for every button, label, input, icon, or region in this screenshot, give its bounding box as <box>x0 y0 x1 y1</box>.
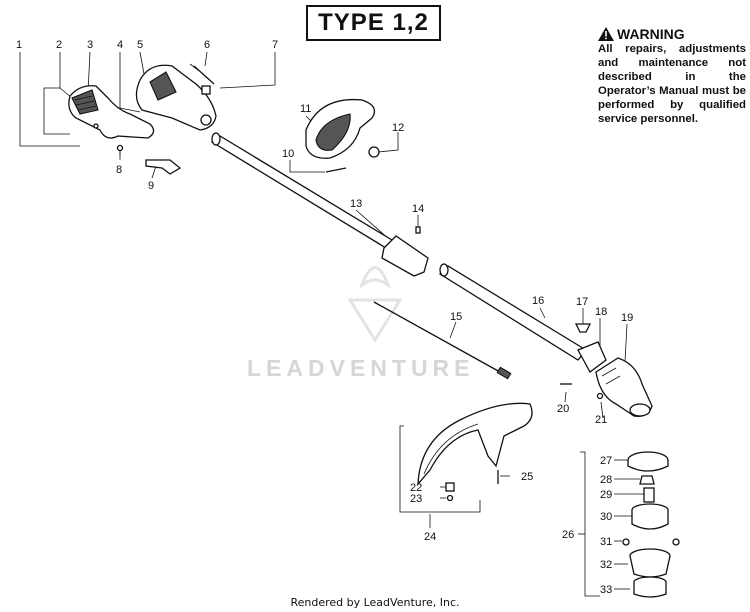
part-30-spool <box>631 503 669 530</box>
part-13-upper-shaft <box>210 132 429 277</box>
callout-23: 23 <box>410 493 422 505</box>
callout-numbers: 1 2 3 4 5 6 7 8 9 10 11 12 13 14 15 16 1… <box>16 39 633 596</box>
part-15-drive-cable <box>373 301 512 380</box>
callout-28: 28 <box>600 474 612 486</box>
part-22-clip <box>445 482 455 492</box>
callout-25: 25 <box>521 471 533 483</box>
callout-16: 16 <box>532 295 544 307</box>
warning-heading: WARNING <box>598 26 746 42</box>
part-8-screw <box>116 144 124 156</box>
part-21-screw <box>596 392 604 400</box>
callout-2: 2 <box>56 39 62 51</box>
warning-notice: WARNING All repairs, adjustments and mai… <box>598 26 746 126</box>
part-29-spring <box>643 487 655 503</box>
warning-text: All repairs, adjustments and maintenance… <box>598 43 746 125</box>
callout-32: 32 <box>600 559 612 571</box>
warning-title: WARNING <box>617 26 685 42</box>
part-32-housing <box>629 548 671 578</box>
part-28-button <box>639 475 655 485</box>
callout-10: 10 <box>282 148 294 160</box>
callout-22: 22 <box>410 482 422 494</box>
callout-30: 30 <box>600 511 612 523</box>
watermark-text: LEADVENTURE <box>247 355 475 381</box>
callout-1: 1 <box>16 39 22 51</box>
part-27-spindle <box>627 451 669 472</box>
callout-5: 5 <box>137 39 143 51</box>
callout-19: 19 <box>621 312 633 324</box>
callout-9: 9 <box>148 180 154 192</box>
part-33-cap <box>633 576 667 598</box>
type-label: TYPE 1,2 <box>306 5 441 41</box>
callout-21: 21 <box>595 414 607 426</box>
part-5-housing <box>135 64 217 131</box>
callout-26: 26 <box>562 529 574 541</box>
callout-3: 3 <box>87 39 93 51</box>
callout-7: 7 <box>272 39 278 51</box>
callout-13: 13 <box>350 198 362 210</box>
part-7-clip <box>201 85 211 95</box>
part-11-assist-handle <box>305 98 376 159</box>
callout-4: 4 <box>117 39 123 51</box>
part-31-eyelet <box>622 538 680 546</box>
part-23-nut <box>446 494 454 502</box>
part-14-pin <box>415 226 421 234</box>
callout-31: 31 <box>600 536 612 548</box>
watermark-logo <box>347 266 403 343</box>
part-24-shield <box>417 402 533 486</box>
part-3-handle <box>68 85 155 139</box>
part-19-gear-head <box>595 357 653 417</box>
callout-33: 33 <box>600 584 612 596</box>
callout-17: 17 <box>576 296 588 308</box>
part-9-trigger <box>145 159 182 175</box>
callout-27: 27 <box>600 455 612 467</box>
part-18-clamp <box>577 341 607 373</box>
part-6-cable <box>189 63 215 85</box>
callout-12: 12 <box>392 122 404 134</box>
part-10-bolt <box>325 167 347 173</box>
part-17-wing-screw <box>574 323 592 333</box>
callout-15: 15 <box>450 311 462 323</box>
callout-14: 14 <box>412 203 424 215</box>
footer-credit: Rendered by LeadVenture, Inc. <box>290 596 460 609</box>
callout-29: 29 <box>600 489 612 501</box>
callout-24: 24 <box>424 531 436 543</box>
callout-18: 18 <box>595 306 607 318</box>
callout-20: 20 <box>557 403 569 415</box>
part-12-knob <box>368 146 380 158</box>
callout-8: 8 <box>116 164 122 176</box>
callout-11: 11 <box>300 103 311 115</box>
callout-6: 6 <box>204 39 210 51</box>
warning-triangle-icon <box>598 27 614 41</box>
